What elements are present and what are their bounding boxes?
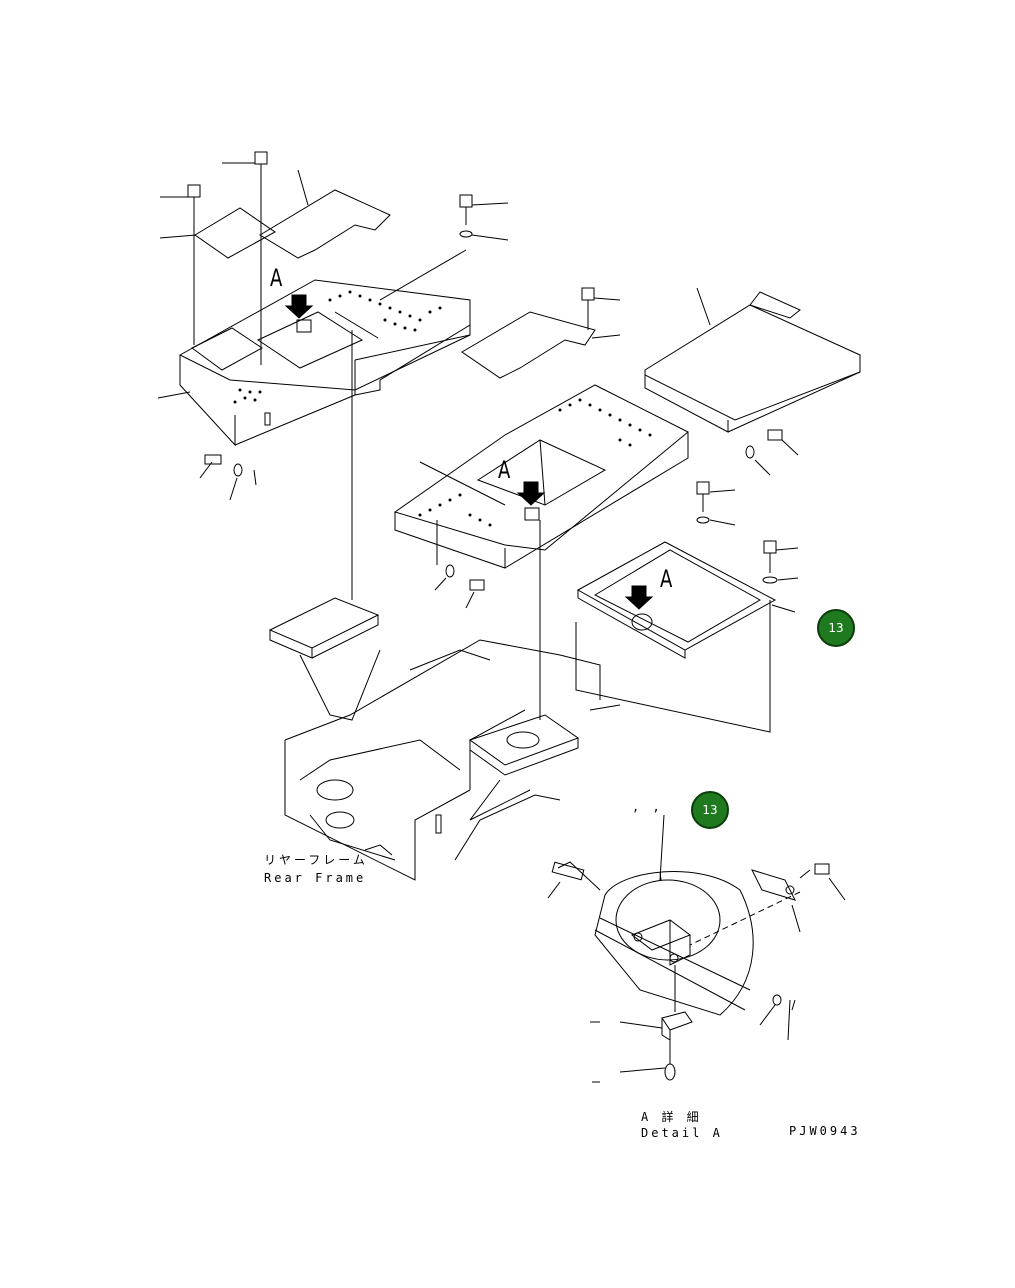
center-cover-side bbox=[504, 432, 689, 569]
left-cover-side bbox=[234, 360, 356, 446]
left-cover-rear-box bbox=[354, 324, 471, 396]
shaped-plate-top bbox=[259, 189, 391, 259]
left-opening-1 bbox=[191, 327, 263, 371]
detail-marker-left: A bbox=[270, 264, 283, 292]
detail-marker-lower: A bbox=[660, 565, 673, 593]
detail-title-jp: A 詳 細 bbox=[641, 1110, 702, 1124]
center-cover-top bbox=[393, 384, 689, 551]
arrow-a-left bbox=[284, 294, 314, 319]
arrow-a-lower bbox=[624, 585, 654, 610]
callout-badge-13-lower[interactable]: 13 bbox=[691, 791, 729, 829]
right-box-top bbox=[644, 304, 861, 421]
rear-frame-label-en: Rear Frame bbox=[264, 871, 367, 885]
lower-plate bbox=[576, 541, 777, 651]
callout-badge-13-upper[interactable]: 13 bbox=[817, 609, 855, 647]
drawing-code: PJW0943 bbox=[789, 1124, 861, 1138]
lower-right-plate bbox=[575, 541, 796, 733]
edge bbox=[334, 311, 379, 339]
left-cover-assembly bbox=[157, 151, 509, 600]
center-cover-assembly bbox=[393, 287, 736, 720]
left-opening-2 bbox=[256, 311, 364, 369]
left-cover-top bbox=[178, 279, 471, 391]
left-cover-front bbox=[179, 355, 236, 447]
detail-marker-center: A bbox=[498, 456, 511, 484]
detail-commas: , , bbox=[632, 800, 663, 814]
arrow-a-center bbox=[516, 481, 546, 506]
detail-circle bbox=[594, 871, 754, 1016]
hole-pattern-left bbox=[233, 290, 442, 404]
center-cover-front bbox=[394, 512, 506, 569]
rear-frame-label-jp: リヤーフレーム bbox=[264, 853, 368, 867]
center-shaped-plate bbox=[461, 311, 596, 379]
detail-title-en: Detail A bbox=[641, 1126, 723, 1140]
right-cover bbox=[644, 287, 861, 584]
detail-a-drawing bbox=[547, 814, 846, 1083]
rear-frame bbox=[268, 597, 621, 881]
bolt-group-top-left bbox=[187, 151, 473, 486]
small-plate-left bbox=[194, 207, 276, 259]
leader-lines-left bbox=[157, 162, 509, 501]
